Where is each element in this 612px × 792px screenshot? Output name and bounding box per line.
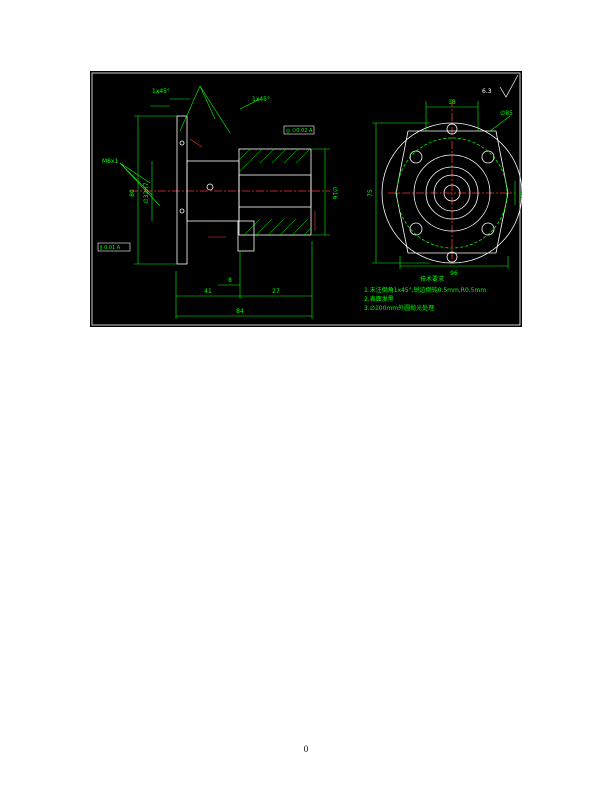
svg-text:41: 41: [204, 288, 212, 295]
section-view: [130, 115, 330, 265]
page-number: 0: [303, 744, 309, 754]
drawing-frame: [91, 72, 521, 326]
svg-text:M8x1: M8x1: [102, 158, 119, 165]
svg-text:∅16: ∅16: [331, 187, 338, 200]
surface-finish-value: 6.3: [482, 88, 492, 95]
svg-text:∅85: ∅85: [500, 110, 513, 117]
svg-text:84: 84: [236, 308, 244, 315]
tech-req-title: 技术要求: [420, 275, 444, 283]
dimensions-left: [119, 85, 330, 319]
cad-drawing: 84 41 27 8 80 ∅32H7 ∅16 1x45° 1x45° M8x1…: [90, 71, 522, 327]
tech-req-line1: 1.未注倒角1x45°,锐边倒钝0.5mm,R0.5mm: [364, 286, 486, 294]
svg-text:80: 80: [129, 189, 136, 197]
cad-drawing-svg: 84 41 27 8 80 ∅32H7 ∅16 1x45° 1x45° M8x1…: [91, 72, 522, 326]
tech-requirements: 技术要求 1.未注倒角1x45°,锐边倒钝0.5mm,R0.5mm 2.表面发黑…: [364, 275, 486, 312]
svg-text:∅32H7: ∅32H7: [143, 182, 150, 203]
svg-text:∥ 0.01 A: ∥ 0.01 A: [100, 245, 121, 251]
dimensions-right: [372, 101, 516, 269]
svg-text:96: 96: [450, 270, 458, 277]
svg-text:1x45°: 1x45°: [252, 96, 270, 103]
tech-req-line2: 2.表面发黑: [364, 295, 394, 303]
svg-text:18: 18: [448, 99, 456, 106]
dim-text-left: 84 41 27 8 80 ∅32H7 ∅16 1x45° 1x45° M8x1: [102, 88, 338, 315]
svg-text:12: 12: [518, 191, 522, 199]
tolerance-frames: [97, 125, 315, 252]
surface-finish-symbol: [499, 74, 519, 98]
svg-text:27: 27: [272, 288, 280, 295]
tech-req-line3: 3.∅100mm外圆抛光处理: [364, 304, 434, 312]
svg-text:1x45°: 1x45°: [152, 88, 170, 95]
svg-text:◎ ∅0.02 A: ◎ ∅0.02 A: [286, 128, 313, 134]
svg-text:75: 75: [367, 189, 374, 197]
svg-text:8: 8: [228, 277, 232, 284]
end-view: [381, 99, 522, 264]
